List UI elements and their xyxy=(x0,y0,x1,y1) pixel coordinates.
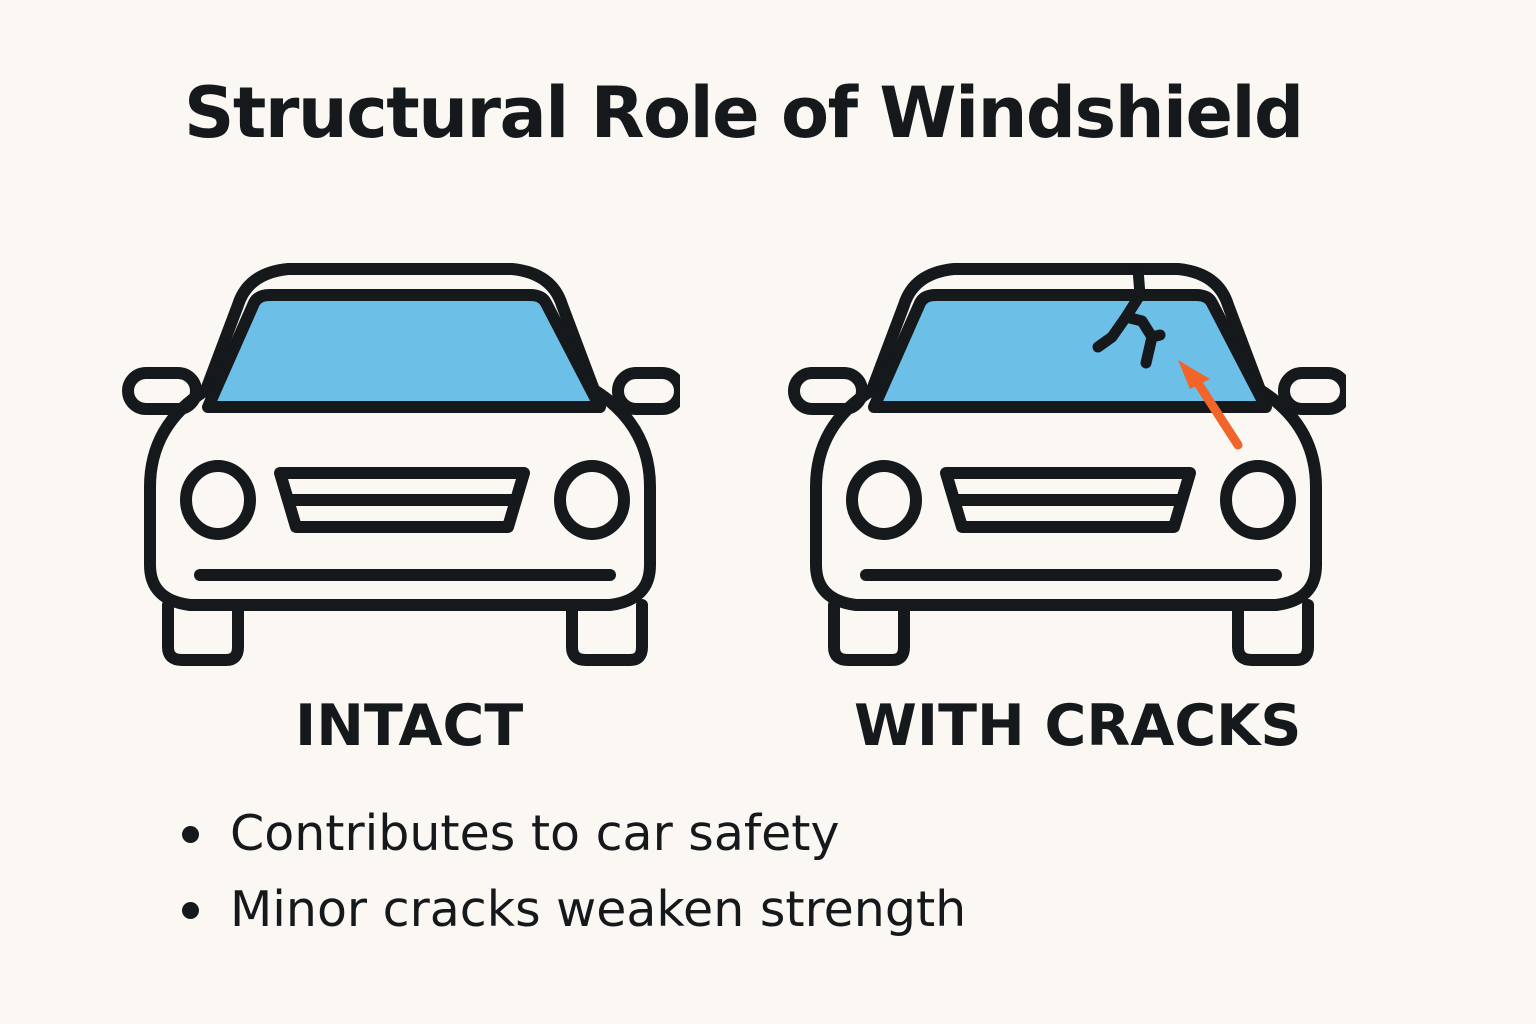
car-front-icon xyxy=(122,263,680,666)
bullet-dot-icon xyxy=(182,902,199,919)
right-wheel xyxy=(566,599,648,666)
intact-label: INTACT xyxy=(295,693,524,759)
right-mirror xyxy=(1278,367,1346,415)
left-headlight xyxy=(180,460,256,540)
cracked-car xyxy=(786,255,1346,675)
right-headlight xyxy=(554,460,630,540)
bullet-text: Contributes to car safety xyxy=(230,805,840,862)
arrow-icon xyxy=(1189,372,1243,450)
right-wheel xyxy=(1232,599,1314,666)
left-headlight xyxy=(846,460,922,540)
cracked-label: WITH CRACKS xyxy=(854,693,1302,759)
right-mirror xyxy=(612,367,680,415)
bullet-text: Minor cracks weaken strength xyxy=(230,881,967,938)
left-mirror xyxy=(788,367,868,415)
bullet-dot-icon xyxy=(182,826,199,843)
intact-car xyxy=(120,255,680,675)
car-front-cracked-icon xyxy=(788,263,1346,666)
right-headlight xyxy=(1220,460,1296,540)
left-wheel xyxy=(828,599,910,666)
bullet-item: Minor cracks weaken strength xyxy=(180,880,966,956)
page-title: Structural Role of Windshield xyxy=(184,72,1304,154)
grille xyxy=(940,467,1196,533)
left-mirror xyxy=(122,367,202,415)
bullet-item: Contributes to car safety xyxy=(180,804,966,880)
bullet-list: Contributes to car safety Minor cracks w… xyxy=(180,804,966,956)
windshield-glass xyxy=(202,289,606,413)
crack-icon xyxy=(1092,263,1166,369)
car-roof-outline xyxy=(866,263,1266,396)
grille xyxy=(274,467,530,533)
car-body-outline xyxy=(144,384,656,611)
arrow-head xyxy=(1178,360,1210,389)
car-roof-outline xyxy=(200,263,600,396)
left-wheel xyxy=(162,599,244,666)
car-body-outline xyxy=(810,384,1322,611)
windshield-glass xyxy=(868,289,1272,413)
